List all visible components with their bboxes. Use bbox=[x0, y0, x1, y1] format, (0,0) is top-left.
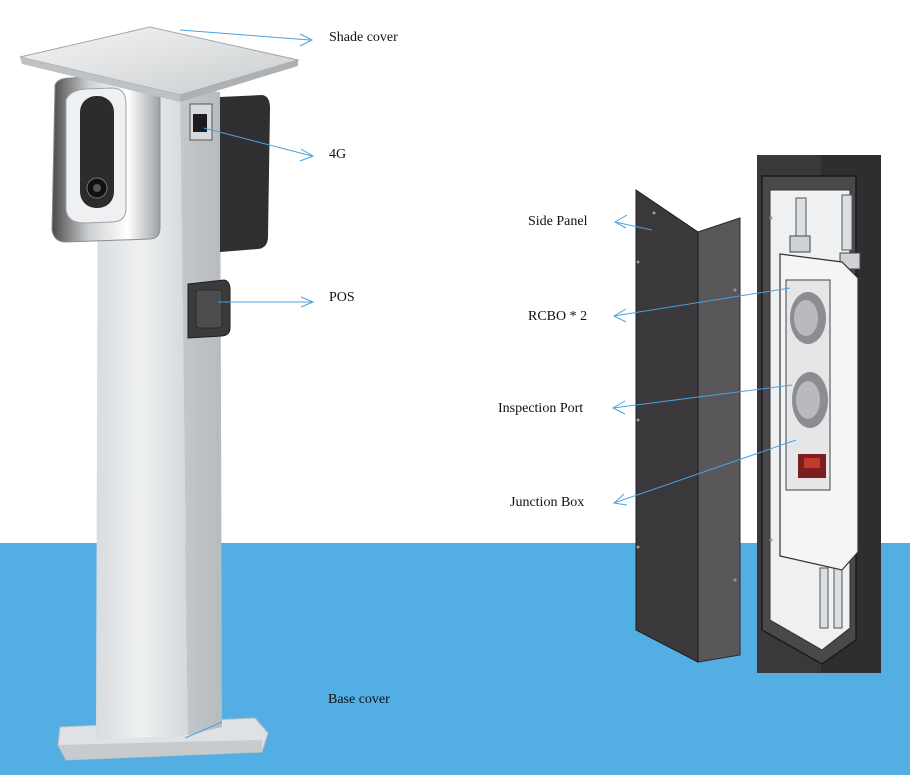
pillar-front bbox=[96, 88, 188, 740]
inspection-port-label: Inspection Port bbox=[498, 401, 584, 416]
pillar-side bbox=[180, 88, 222, 735]
side-panel-label: Side Panel bbox=[528, 214, 588, 229]
rcbo-devices bbox=[790, 292, 828, 428]
four-g-label: 4G bbox=[329, 147, 347, 162]
charging-pillar bbox=[19, 26, 300, 761]
rear-module bbox=[220, 95, 270, 252]
pos-label: POS bbox=[329, 290, 355, 305]
leader-lines bbox=[179, 29, 797, 739]
side-panel-back bbox=[697, 217, 741, 663]
rcbo-label: RCBO * 2 bbox=[528, 309, 588, 324]
side-panel-front bbox=[635, 189, 699, 663]
cutaway-pillar bbox=[635, 155, 881, 673]
shade-cover-label: Shade cover bbox=[329, 30, 398, 45]
junction-box-label: Junction Box bbox=[510, 495, 585, 510]
base-cover-label: Base cover bbox=[328, 692, 390, 707]
